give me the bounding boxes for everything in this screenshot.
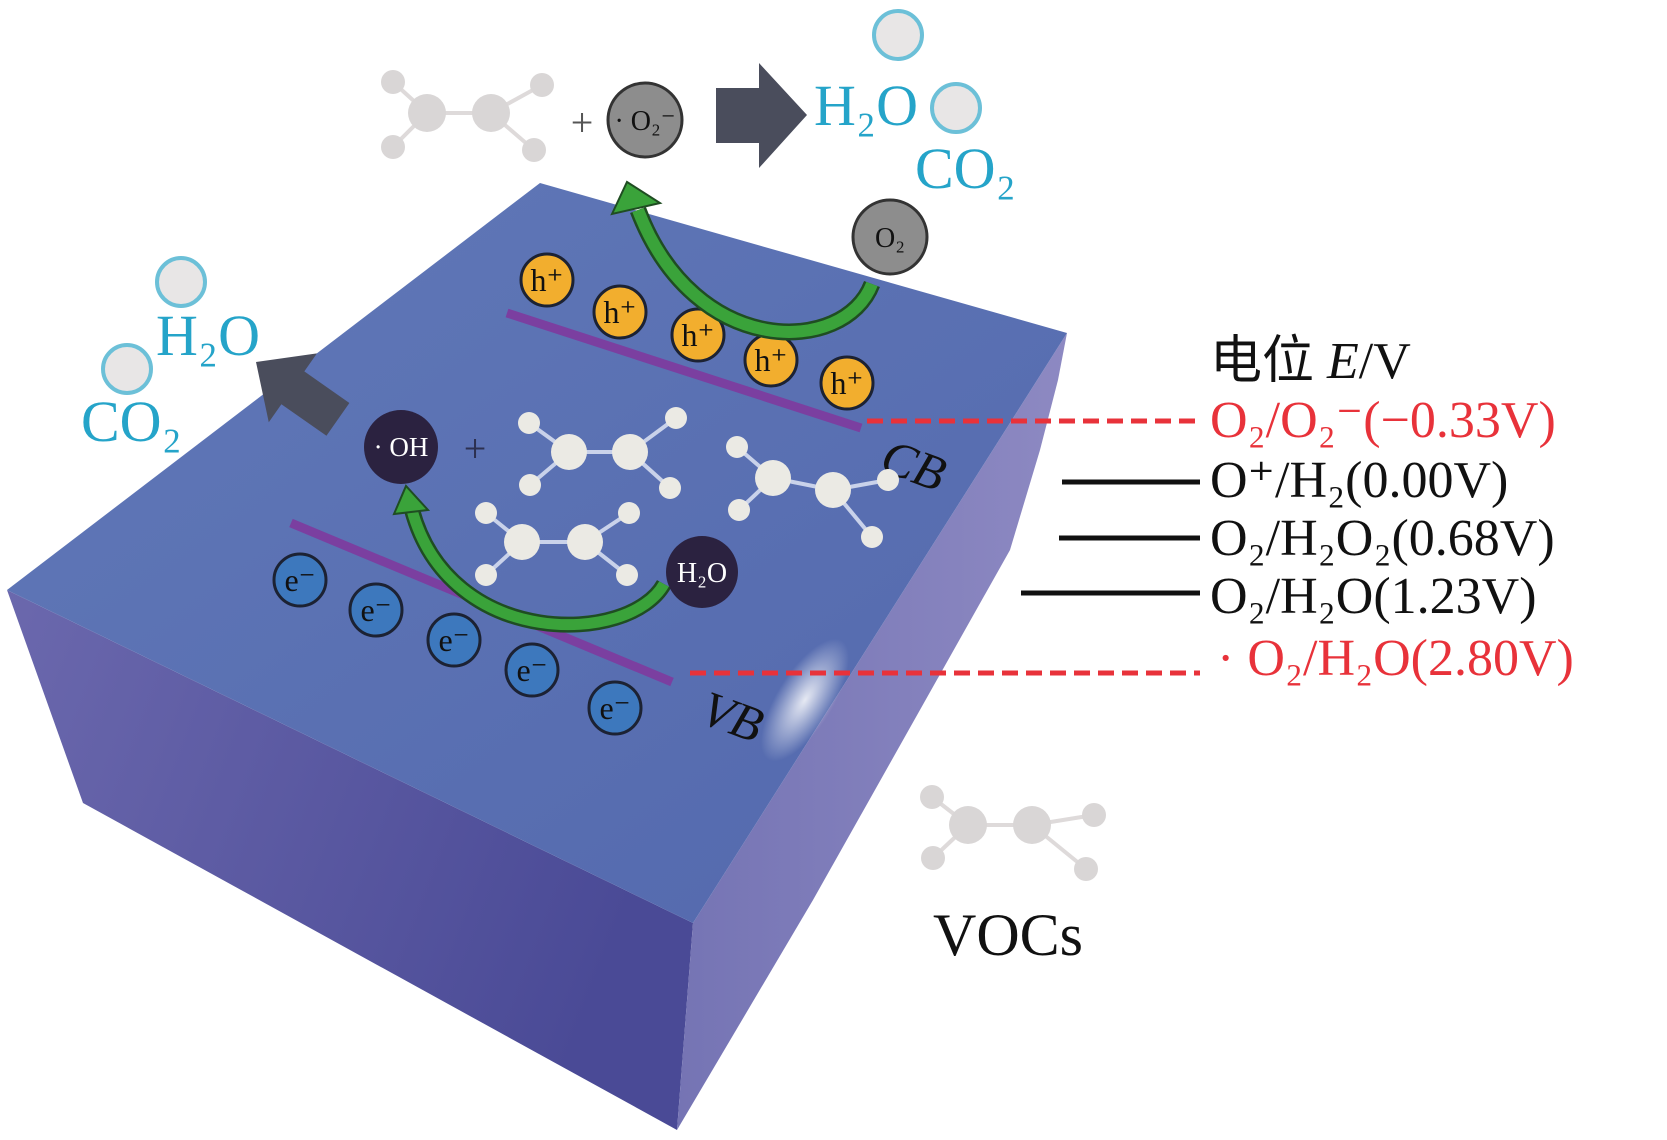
hole-label: h⁺ (682, 317, 715, 353)
electron-particle: e⁻ (426, 612, 482, 668)
axis-title-unit: /V (1359, 333, 1411, 390)
vocs-molecule (920, 785, 1106, 881)
electron-circle (504, 642, 560, 698)
top-products: H₂O CO₂ (814, 9, 1016, 201)
hole-label: h⁺ (755, 342, 788, 378)
left-arrow-icon (256, 353, 350, 436)
hole-particle: h⁺ (670, 307, 726, 363)
potential-label-o2-h2o: O₂/H₂O(1.23V) (1210, 568, 1537, 625)
left-co2-label: CO₂ (81, 389, 182, 454)
holes: h⁺ h⁺ h⁺ h⁺ h⁺ (519, 252, 875, 411)
potential-label-h-plus-h2: O⁺/H₂(0.00V) (1210, 452, 1508, 509)
top-co2-label: CO₂ (915, 136, 1016, 201)
green-arrow-h2o-to-oh-icon (392, 484, 671, 633)
svg-text:O₂: O₂ (875, 223, 905, 254)
product-bubble-icon (930, 82, 982, 134)
electron-circle (426, 612, 482, 668)
hole-label: h⁺ (531, 262, 564, 298)
electron-circle (348, 582, 404, 638)
electron-label: e⁻ (284, 562, 315, 598)
svg-text:H₂O: H₂O (677, 558, 727, 589)
electron-particle: e⁻ (348, 582, 404, 638)
hole-circle (670, 307, 726, 363)
hole-label: h⁺ (831, 365, 864, 401)
hole-particle: h⁺ (519, 252, 575, 308)
svg-text:· O₂⁻: · O₂⁻ (614, 106, 675, 137)
electron-circle (587, 680, 643, 736)
axis-title-var: E (1326, 333, 1359, 390)
voc-molecule-1 (518, 407, 687, 499)
plus-sign: + (464, 426, 487, 471)
voc-molecule-3 (726, 436, 899, 548)
electron-label: e⁻ (360, 592, 391, 628)
hole-particle: h⁺ (819, 355, 875, 411)
hole-particle: h⁺ (592, 284, 648, 340)
left-products: H₂O CO₂ (81, 256, 260, 454)
block-right-face (677, 333, 1067, 1130)
hole-particle: h⁺ (743, 332, 799, 388)
conduction-band-bar (505, 308, 863, 433)
electron-label: e⁻ (438, 622, 469, 658)
hole-circle (519, 252, 575, 308)
potential-lines (690, 418, 1200, 676)
top-h2o-label: H₂O (814, 73, 918, 138)
potential-label-oh-h2o: · O₂/H₂O(2.80V) (1217, 630, 1574, 687)
electron-label: e⁻ (599, 690, 630, 726)
electron-particle: e⁻ (587, 680, 643, 736)
electron-circle (272, 552, 328, 608)
left-h2o-label: H₂O (156, 303, 260, 368)
voc-molecule-2 (475, 502, 640, 586)
top-voc-molecule (381, 70, 554, 162)
water-molecule: H₂O (666, 536, 738, 608)
superoxide-radical: · O₂⁻ (606, 81, 684, 159)
catalyst-block (7, 183, 1067, 1130)
block-highlight (760, 638, 850, 762)
electron-particle: e⁻ (272, 552, 328, 608)
hole-label: h⁺ (604, 294, 637, 330)
svg-text:· OH: · OH (374, 432, 429, 462)
product-bubble-icon (872, 9, 924, 61)
product-bubble-icon (155, 256, 207, 308)
hole-circle (592, 284, 648, 340)
block-front-face (7, 590, 693, 1130)
axis-title-prefix: 电位 (1210, 333, 1327, 390)
top-arrow-icon (716, 63, 807, 168)
electron-label: e⁻ (516, 652, 547, 688)
hole-circle (819, 355, 875, 411)
potential-label-o2-superoxide: O₂/O₂⁻(−0.33V) (1210, 392, 1556, 449)
oxygen-molecule: O₂ (851, 198, 929, 276)
potential-label-o2-h2o2: O₂/H₂O₂(0.68V) (1210, 510, 1555, 567)
product-bubble-icon (101, 343, 153, 395)
potential-axis-title: 电位 E/V (1210, 333, 1411, 390)
electron-particle: e⁻ (504, 642, 560, 698)
plus-sign-top: + (571, 100, 594, 145)
hydroxyl-radical: · OH (364, 410, 438, 484)
vocs-label: VOCs (933, 902, 1083, 968)
electrons: e⁻ e⁻ e⁻ e⁻ e⁻ (272, 552, 643, 736)
green-arrow-o2-to-superoxide-icon (610, 180, 880, 341)
